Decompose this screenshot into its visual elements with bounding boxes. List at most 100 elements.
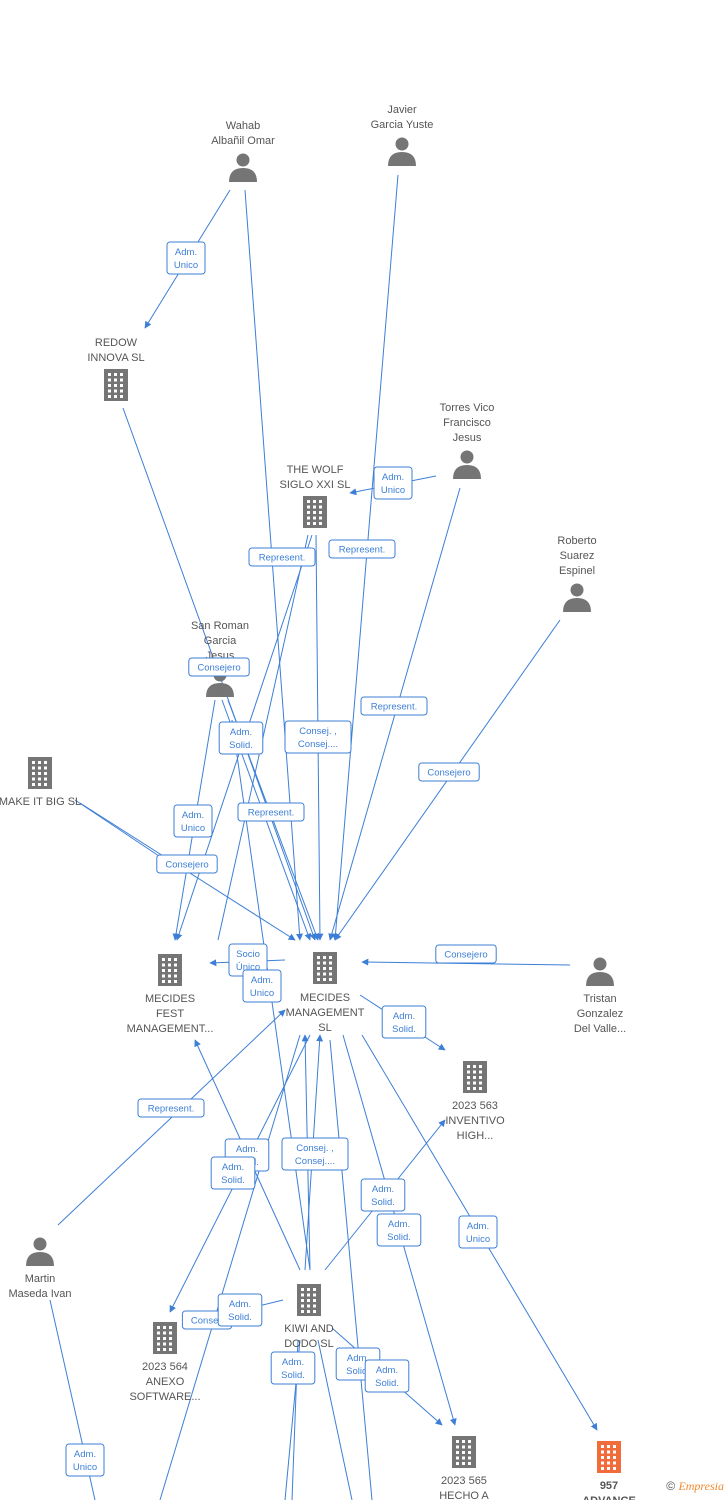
edge-label-e11[interactable]: Represent. [237, 802, 305, 822]
edge-label-e16[interactable]: Adm.Solid. [381, 1005, 427, 1039]
node-inventivo[interactable]: 2023 563INVENTIVOHIGH... [445, 1061, 505, 1142]
node-label: 2023 565 [441, 1475, 487, 1487]
building-icon [153, 1322, 177, 1354]
edge-label-text: Represent. [339, 545, 385, 556]
edge-label-e23[interactable]: Adm.Unico [458, 1215, 498, 1249]
edge-label-text: Adm. [282, 1357, 304, 1368]
edge-label-text: Consejero [444, 950, 487, 961]
node-label: 2023 564 [142, 1361, 188, 1373]
building-icon [597, 1441, 621, 1473]
edge-line-34 [317, 1339, 353, 1500]
edge-label-text: Consej.... [298, 739, 338, 750]
edge-label-e20[interactable]: Consej. , Consej.... [281, 1137, 349, 1171]
node-label: MANAGEMENT [286, 1007, 365, 1019]
edge-label-text: Adm. [229, 1299, 251, 1310]
edge-label-text: Unico [181, 823, 205, 834]
node-label: MAKE IT BIG SL [0, 796, 81, 808]
node-label: 957 [600, 1480, 618, 1492]
edge-label-text: Represent. [371, 702, 417, 713]
node-label: Gonzalez [577, 1008, 623, 1020]
edge-label-e19[interactable]: Adm.Solid. [210, 1156, 256, 1190]
footer-credit: © Empresia [666, 1479, 724, 1494]
edge-label-e12[interactable]: Consejero [156, 854, 218, 874]
node-label: ADVANCE [582, 1495, 636, 1500]
copyright-symbol: © [666, 1479, 676, 1493]
edge-label-text: Consejero [197, 663, 240, 674]
building-icon [297, 1284, 321, 1316]
node-label: 2023 563 [452, 1100, 498, 1112]
edge-label-e17[interactable]: Represent. [137, 1098, 205, 1118]
edge-label-text: Represent. [259, 553, 305, 564]
node-label: INVENTIVO [445, 1115, 505, 1127]
node-label: Tristan [583, 993, 616, 1005]
edge-label-text: Consej. , [299, 726, 337, 737]
edge-label-e15[interactable]: Consejero [435, 944, 497, 964]
edge-label-e6[interactable]: Adm.Solid. [218, 721, 264, 755]
edge-label-text: Solid. [229, 740, 253, 751]
node-label: Roberto [557, 535, 596, 547]
node-label: San Roman [191, 620, 249, 632]
building-icon [104, 369, 128, 401]
edge-label-text: Único [236, 962, 260, 973]
edge-label-e3[interactable]: Represent. [248, 547, 316, 567]
edge-label-e29[interactable]: Adm.Unico [65, 1443, 105, 1477]
edge-label-text: Represent. [248, 808, 294, 819]
edge-label-text: Adm. [467, 1221, 489, 1232]
person-icon [563, 583, 591, 612]
person-icon [229, 153, 257, 182]
building-icon [313, 952, 337, 984]
edge-line-25 [159, 1034, 301, 1500]
building-icon [463, 1061, 487, 1093]
brand-logo[interactable]: Empresia [678, 1479, 724, 1493]
node-advance[interactable]: 957ADVANCE [582, 1441, 636, 1500]
edge-label-text: Consej. , [296, 1143, 334, 1154]
edge-label-e14[interactable]: Adm.Unico [242, 969, 282, 1003]
edge-label-e25[interactable]: Adm. Solid. [217, 1293, 263, 1327]
edge-label-e10[interactable]: Adm.Unico [173, 804, 213, 838]
edge-label-text: Solid. [228, 1312, 252, 1323]
node-label: Maseda Ivan [9, 1288, 72, 1300]
node-mecidesfest[interactable]: MECIDESFESTMANAGEMENT... [127, 954, 214, 1035]
node-anexo[interactable]: 2023 564ANEXOSOFTWARE... [129, 1322, 201, 1403]
person-icon [388, 137, 416, 166]
building-icon [28, 757, 52, 789]
edge-label-e8[interactable]: Represent. [360, 696, 428, 716]
node-label: Torres Vico [440, 402, 495, 414]
edge-label-e21[interactable]: Adm.Solid. [360, 1178, 406, 1212]
edge-label-e22[interactable]: Adm.Solid. [376, 1213, 422, 1247]
node-makeit[interactable]: MAKE IT BIG SL [0, 757, 81, 808]
edge-label-e2[interactable]: Adm.Unico [373, 466, 413, 500]
person-icon [453, 450, 481, 479]
edge-label-text: Socio [236, 949, 260, 960]
edge-label-text: Consej.... [295, 1156, 335, 1167]
edge-label-e9[interactable]: Consejero [418, 762, 480, 782]
node-label: Del Valle... [574, 1023, 626, 1035]
edge-label-text: Solid. [387, 1232, 411, 1243]
edge-label-e26[interactable]: Adm.Solid. [270, 1351, 316, 1385]
edge-label-e1[interactable]: Adm.Unico [166, 241, 206, 275]
edge-label-text: Unico [174, 260, 198, 271]
edge-label-e5[interactable]: Consejero [188, 657, 250, 677]
node-label: Jesus [453, 432, 482, 444]
node-label: Wahab [226, 120, 260, 132]
edge-label-text: Unico [73, 1462, 97, 1473]
edge-label-e28[interactable]: Adm.Solid. [364, 1359, 410, 1393]
edge-label-text: Represent. [148, 1104, 194, 1115]
node-label: INNOVA SL [87, 352, 144, 364]
edge-label-text: Consej. [191, 1316, 223, 1327]
edge-label-e7[interactable]: Consej. , Consej.... [284, 720, 352, 754]
edge-label-e4[interactable]: Represent. [328, 539, 396, 559]
